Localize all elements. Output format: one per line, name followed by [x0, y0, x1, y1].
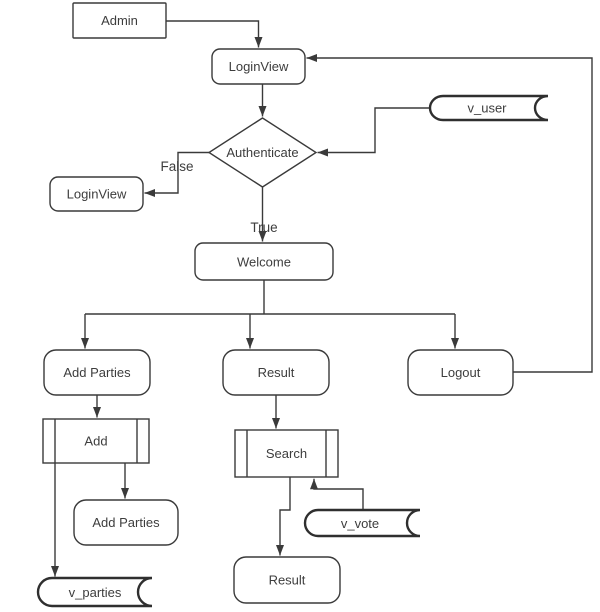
node-add-parties-2-label: Add Parties — [92, 515, 160, 530]
edge-admin-to-loginview — [166, 20, 263, 48]
node-login-view-label: LoginView — [229, 59, 289, 74]
node-v-vote: v_vote — [303, 508, 421, 538]
node-welcome: Welcome — [194, 242, 334, 281]
node-add-label: Add — [84, 434, 107, 449]
node-v-vote-label: v_vote — [341, 516, 379, 531]
node-result: Result — [222, 349, 330, 396]
node-v-parties: v_parties — [36, 576, 153, 608]
edge-logout-to-loginview — [306, 54, 593, 373]
node-login-view-false: LoginView — [49, 176, 144, 212]
node-result-2: Result — [233, 556, 341, 604]
node-authenticate-label: Authenticate — [226, 145, 298, 160]
node-welcome-label: Welcome — [237, 255, 291, 270]
node-v-user-label: v_user — [467, 101, 507, 116]
node-add-parties-2: Add Parties — [73, 499, 179, 546]
node-add: Add — [42, 418, 150, 464]
edge-search-to-result2 — [276, 477, 291, 556]
edge-label-true: True — [250, 220, 277, 235]
node-result-2-label: Result — [269, 573, 306, 588]
node-v-parties-label: v_parties — [69, 585, 122, 600]
node-add-parties: Add Parties — [43, 349, 151, 396]
node-search: Search — [234, 429, 339, 478]
edge-label-false: False — [160, 159, 193, 174]
node-search-label: Search — [266, 446, 307, 461]
node-login-view: LoginView — [211, 48, 306, 85]
edge-vvote-to-search — [310, 478, 364, 510]
edge-authenticate-false-to-loginview — [144, 151, 209, 197]
node-login-view-false-label: LoginView — [67, 187, 127, 202]
node-authenticate: Authenticate — [207, 117, 318, 188]
node-logout: Logout — [407, 349, 514, 396]
node-logout-label: Logout — [441, 365, 481, 380]
edge-vuser-to-authenticate — [317, 107, 430, 157]
node-admin: Admin — [72, 2, 167, 39]
node-v-user: v_user — [428, 94, 549, 122]
node-admin-label: Admin — [101, 13, 138, 28]
node-result-label: Result — [258, 365, 295, 380]
node-add-parties-label: Add Parties — [63, 365, 131, 380]
